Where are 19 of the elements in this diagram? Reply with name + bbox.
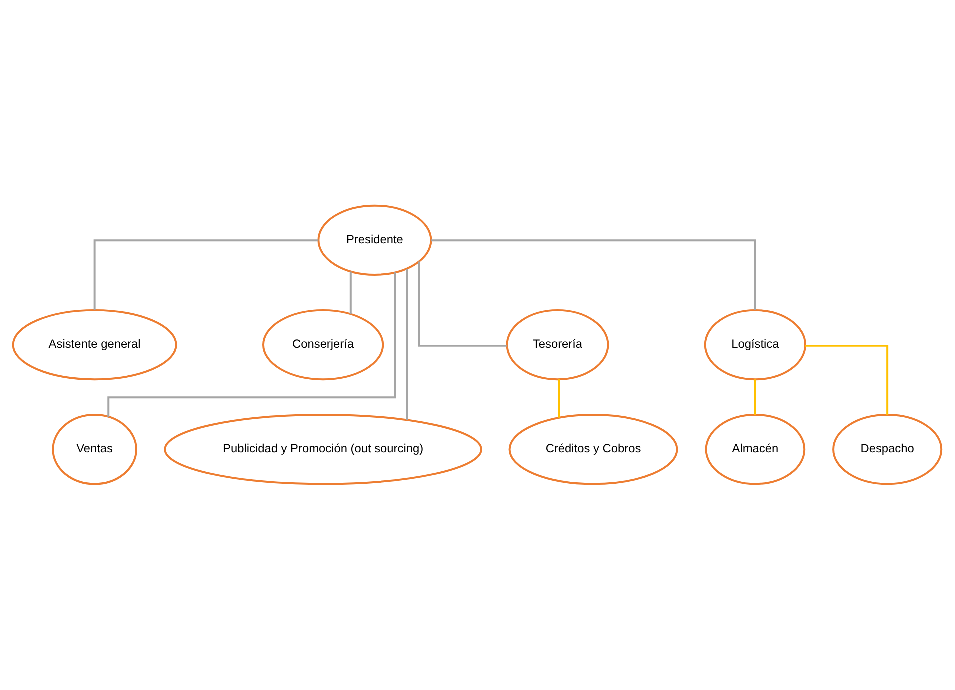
connector bbox=[418, 262, 507, 347]
node-ellipse: Tesorería bbox=[506, 309, 610, 381]
connector bbox=[754, 380, 756, 416]
connector bbox=[108, 272, 396, 417]
node-ellipse: Presidente bbox=[318, 204, 432, 276]
connector bbox=[94, 240, 319, 311]
connector bbox=[805, 344, 889, 416]
node-ellipse: Almacén bbox=[705, 414, 806, 486]
node-ellipse: Asistente general bbox=[12, 309, 178, 381]
connector bbox=[558, 380, 560, 418]
node-ellipse: Ventas bbox=[52, 414, 138, 486]
connector bbox=[432, 240, 756, 311]
node-ellipse: Créditos y Cobros bbox=[508, 414, 678, 486]
node-ellipse: Despacho bbox=[832, 414, 943, 486]
node-ellipse: Logística bbox=[704, 309, 807, 381]
connector bbox=[406, 269, 408, 420]
connector bbox=[350, 272, 352, 314]
node-ellipse: Conserjería bbox=[262, 309, 384, 381]
node-ellipse: Publicidad y Promoción (out sourcing) bbox=[164, 414, 482, 486]
